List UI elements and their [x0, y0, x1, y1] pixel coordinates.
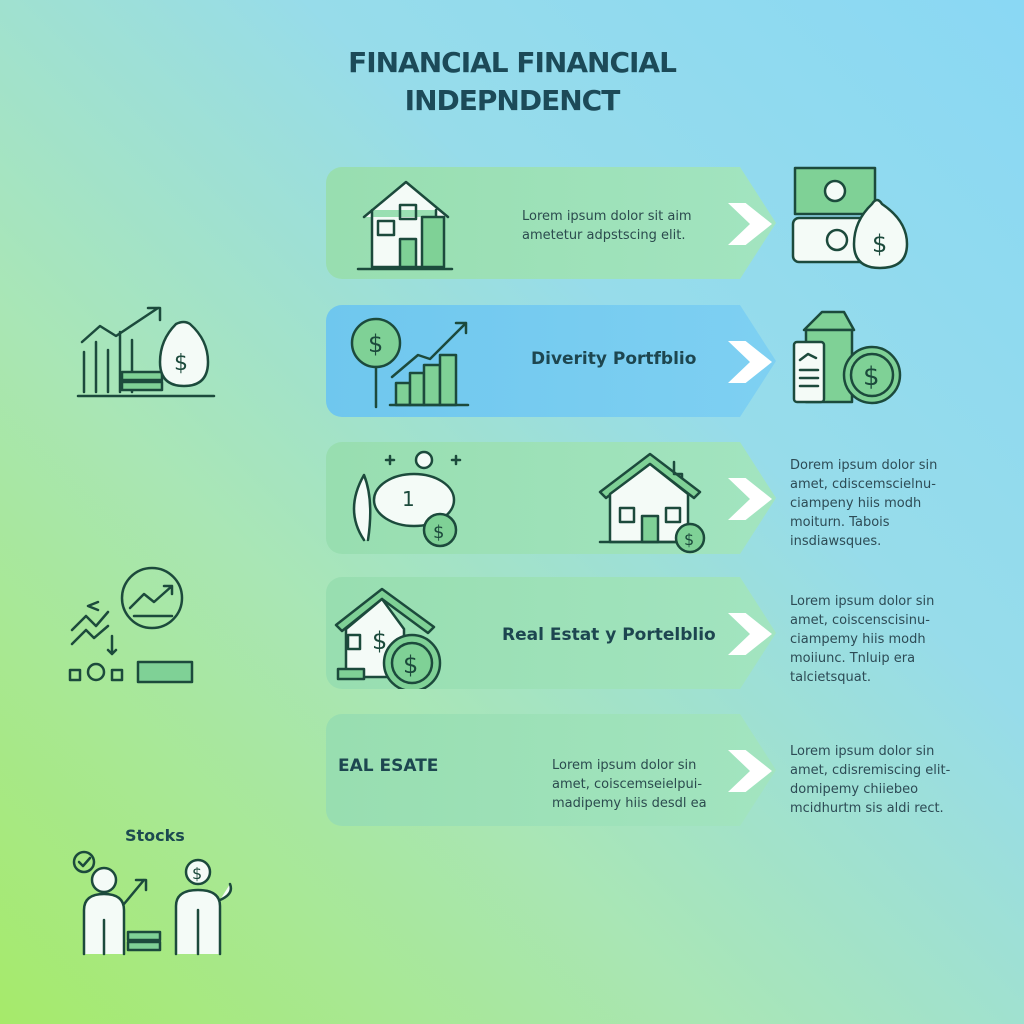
svg-text:$: $ [872, 230, 887, 258]
house-icon [356, 180, 454, 271]
chevron-right-icon [728, 613, 772, 655]
house-dollar-icon: $ [598, 452, 706, 554]
svg-text:$: $ [174, 351, 188, 376]
svg-text:$: $ [684, 530, 694, 549]
stocks-label: Stocks [125, 826, 185, 845]
row-4-right-text: Lorem ipsum dolor sin amet, coiscenscisi… [790, 594, 935, 685]
svg-text:$: $ [368, 330, 383, 358]
chevron-right-icon [728, 478, 772, 520]
banner-row-5: EAL ESATE Lorem ipsum dolor sin amet, co… [326, 714, 776, 826]
growth-money-bag-icon: $ [76, 306, 216, 398]
title-line-2: INDEPNDENCT [404, 84, 621, 117]
building-coin-icon: $ [792, 310, 902, 405]
chevron-right-icon [728, 750, 772, 792]
cash-money-bag-icon: $ [791, 166, 909, 270]
svg-text:1: 1 [402, 487, 415, 511]
piggy-bank-icon: 1 $ [352, 450, 462, 548]
svg-text:$: $ [192, 864, 202, 883]
investors-people-icon: $ [72, 850, 233, 956]
svg-text:$: $ [863, 362, 880, 392]
row-5-heading: EAL ESATE [338, 756, 439, 776]
row-5-text: Lorem ipsum dolor sin amet, coiscemseiel… [552, 758, 707, 811]
page-title: FINANCIAL FINANCIAL INDEPNDENCT [0, 44, 1024, 120]
row-5-right-text: Lorem ipsum dolor sin amet, cdisremiscin… [790, 744, 951, 816]
real-estate-dollar-icon: $ $ [334, 587, 442, 689]
banner-row-1: Lorem ipsum dolor sit aim ametetur adpst… [326, 167, 776, 279]
row-2-heading: Diverity Portfblio [531, 349, 697, 369]
banner-row-4: $ $ Real Estat y Portelblio [326, 577, 776, 689]
investment-flow-icon [68, 566, 194, 684]
row-4-heading: Real Estat y Portelblio [502, 625, 716, 645]
banner-row-3: 1 $ $ [326, 442, 776, 554]
banner-row-2: $ Diverity Portfblio [326, 305, 776, 417]
growth-chart-dollar-icon: $ [350, 317, 470, 409]
svg-text:$: $ [372, 627, 387, 655]
svg-text:$: $ [433, 522, 444, 543]
row-1-text: Lorem ipsum dolor sit aim ametetur adpst… [522, 209, 692, 243]
chevron-right-icon [728, 203, 772, 245]
svg-text:$: $ [403, 651, 418, 679]
chevron-right-icon [728, 341, 772, 383]
row-3-right-text: Dorem ipsum dolor sin amet, cdiscemsciel… [790, 458, 938, 549]
title-line-1: FINANCIAL FINANCIAL [348, 46, 677, 79]
